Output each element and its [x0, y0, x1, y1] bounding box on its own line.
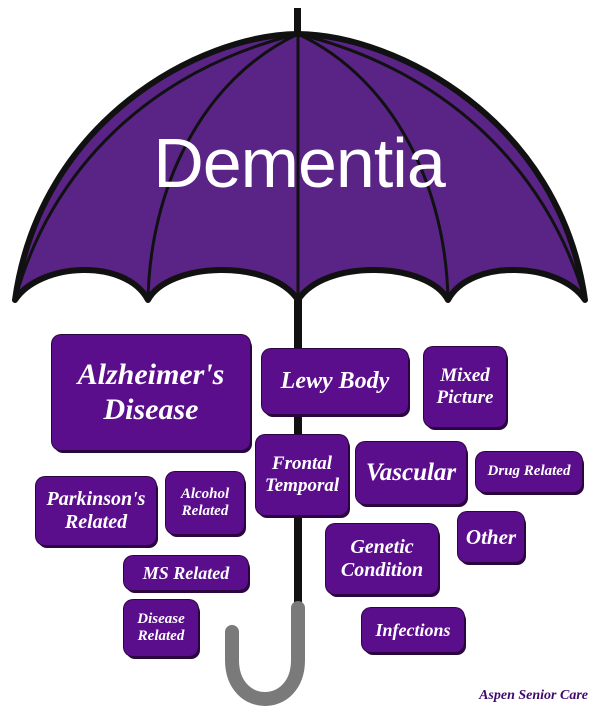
type-vascular: Vascular [356, 442, 466, 504]
type-infections-label: Infections [375, 620, 450, 641]
type-parkinsons-label: Parkinson's Related [40, 488, 152, 534]
credit-label: Aspen Senior Care [438, 688, 588, 704]
type-parkinsons: Parkinson's Related [36, 477, 156, 545]
umbrella-title: Dementia [0, 128, 598, 198]
type-infections: Infections [362, 608, 464, 652]
type-ms-related: MS Related [124, 556, 248, 590]
type-ms-related-label: MS Related [143, 563, 230, 584]
type-alzheimers-label: Alzheimer's Disease [56, 358, 246, 427]
type-mixed-picture: Mixed Picture [424, 347, 506, 427]
umbrella-handle [232, 608, 298, 699]
type-lewy-body: Lewy Body [262, 349, 408, 414]
type-alzheimers: Alzheimer's Disease [52, 335, 250, 450]
type-alcohol-label: Alcohol Related [170, 486, 240, 521]
type-other-label: Other [466, 525, 516, 549]
type-frontal-temporal-label: Frontal Temporal [260, 453, 344, 497]
type-drug-related: Drug Related [476, 452, 582, 492]
type-other: Other [458, 512, 524, 562]
type-vascular-label: Vascular [366, 459, 456, 488]
type-alcohol: Alcohol Related [166, 472, 244, 534]
type-disease-related: Disease Related [124, 600, 198, 656]
type-genetic-label: Genetic Condition [330, 536, 434, 582]
type-disease-related-label: Disease Related [128, 611, 194, 646]
type-mixed-picture-label: Mixed Picture [428, 365, 502, 409]
type-lewy-body-label: Lewy Body [281, 368, 390, 396]
type-frontal-temporal: Frontal Temporal [256, 435, 348, 515]
type-drug-related-label: Drug Related [488, 463, 571, 480]
type-genetic: Genetic Condition [326, 524, 438, 594]
